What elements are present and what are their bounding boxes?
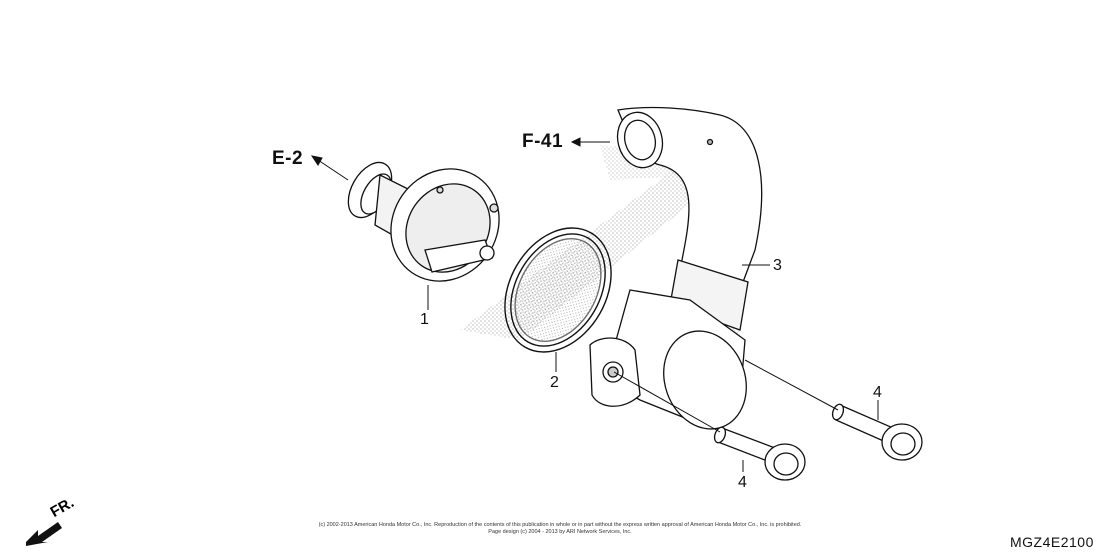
callout-4-right: 4 xyxy=(873,384,882,401)
callout-2: 2 xyxy=(550,374,559,391)
ref-e2-label[interactable]: E-2 xyxy=(272,148,304,169)
ref-f41-label[interactable]: F-41 xyxy=(522,131,564,152)
bolt-part-left xyxy=(713,426,806,481)
copyright-line-2: Page design (c) 2004 - 2013 by ARI Netwo… xyxy=(488,529,632,535)
bolt-part-right xyxy=(831,403,923,461)
callout-3: 3 xyxy=(773,257,782,274)
front-direction-indicator: FR. xyxy=(24,494,94,550)
thermostat-part xyxy=(347,161,500,282)
reference-arrows xyxy=(310,137,610,181)
callout-1: 1 xyxy=(420,311,429,328)
diagram-code: MGZ4E2100 xyxy=(1010,534,1094,550)
thermostat-cover-part xyxy=(589,106,763,430)
leader-lines xyxy=(427,264,879,472)
o-ring-part xyxy=(504,227,612,353)
copyright-line-1: (c) 2002-2013 American Honda Motor Co., … xyxy=(318,522,802,528)
callout-4-left: 4 xyxy=(738,474,747,491)
front-arrow-icon xyxy=(26,522,62,546)
